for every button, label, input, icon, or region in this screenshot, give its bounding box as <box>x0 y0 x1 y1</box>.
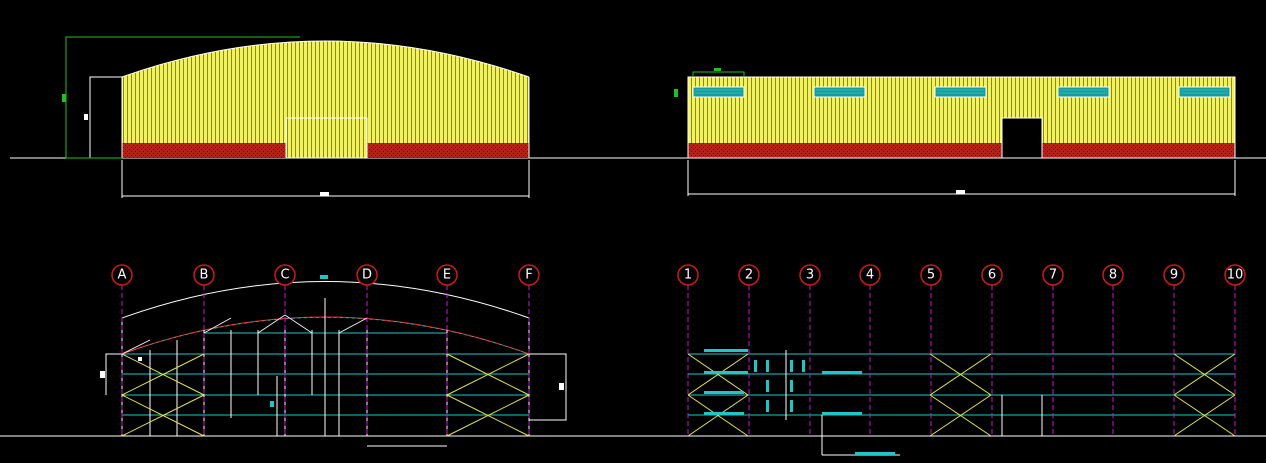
grid-axis-5: 5 <box>920 264 942 436</box>
grid-axis-4: 4 <box>859 264 881 436</box>
side-top-dimension <box>692 71 745 77</box>
grid-bubble-label: C <box>280 268 289 283</box>
grid-axis-8: 8 <box>1102 264 1124 436</box>
grid-axis-c: C <box>274 264 296 436</box>
louvre-window <box>1057 86 1110 98</box>
grid-bubble <box>274 264 296 286</box>
grid-axis-2: 2 <box>738 264 760 436</box>
grid-bubble <box>518 264 540 286</box>
front-door-opening <box>285 117 368 159</box>
grid-axis-6: 6 <box>981 264 1003 436</box>
grid-bubble <box>677 264 699 286</box>
grid-bubble <box>738 264 760 286</box>
grid-bubble <box>356 264 378 286</box>
grid-bubble-label: 4 <box>866 268 874 283</box>
louvre-window <box>692 86 745 98</box>
grid-bubble <box>436 264 458 286</box>
grid-bubble-label: 5 <box>927 268 935 283</box>
grid-bubble <box>193 264 215 286</box>
grid-axis-b: B <box>193 264 215 436</box>
grid-bubble-label: 2 <box>745 268 753 283</box>
grid-bubble <box>920 264 942 286</box>
grid-bubble-label: 3 <box>806 268 814 283</box>
louvre-window <box>813 86 866 98</box>
front-roof-arch <box>121 40 530 78</box>
plan-view <box>687 349 1236 456</box>
grid-axis-7: 7 <box>1042 264 1064 436</box>
grid-bubble-label: D <box>362 268 372 283</box>
grid-bubble-label: E <box>443 268 451 283</box>
grid-bubble-label: B <box>200 268 209 283</box>
grid-bubble <box>799 264 821 286</box>
grid-axis-f: F <box>518 264 540 436</box>
grid-axis-1: 1 <box>677 264 699 436</box>
grid-bubble-label: 6 <box>988 268 996 283</box>
side-brick-base <box>688 143 1235 158</box>
grid-bubble-label: 9 <box>1170 268 1178 283</box>
front-elevation <box>62 36 530 198</box>
grid-axis-10: 10 <box>1224 264 1246 436</box>
side-louvres <box>692 86 1231 98</box>
front-canopy <box>89 76 123 159</box>
side-elevation <box>674 68 1236 196</box>
grid-bubble <box>1042 264 1064 286</box>
grid-bubble-label: 7 <box>1049 268 1057 283</box>
grid-bubble <box>1163 264 1185 286</box>
grid-bubble-label: F <box>525 268 532 283</box>
front-frame-section <box>100 275 567 447</box>
side-door-opening <box>1001 117 1043 159</box>
grid-axis-e: E <box>436 264 458 436</box>
grid-bubble-label: 1 <box>684 268 692 283</box>
side-height-marker <box>674 89 678 97</box>
louvre-window <box>1178 86 1231 98</box>
grid-bubble <box>111 264 133 286</box>
louvre-window <box>934 86 987 98</box>
grid-axis-3: 3 <box>799 264 821 436</box>
grid-bubble <box>1102 264 1124 286</box>
grid-bubble <box>859 264 881 286</box>
grid-layer: A B C D E F 1 2 3 4 5 6 7 8 9 10 <box>111 264 1246 436</box>
grid-bubble <box>1224 264 1246 286</box>
grid-bubble <box>981 264 1003 286</box>
grid-bubble-label: 8 <box>1109 268 1117 283</box>
grid-axis-9: 9 <box>1163 264 1185 436</box>
grid-axis-a: A <box>111 264 133 436</box>
height-marker <box>84 114 88 120</box>
grid-bubble-label: A <box>118 268 127 283</box>
outer-roof-arch <box>121 281 530 319</box>
grid-bubble-label: 10 <box>1227 268 1244 283</box>
grid-axis-d: D <box>356 264 378 436</box>
